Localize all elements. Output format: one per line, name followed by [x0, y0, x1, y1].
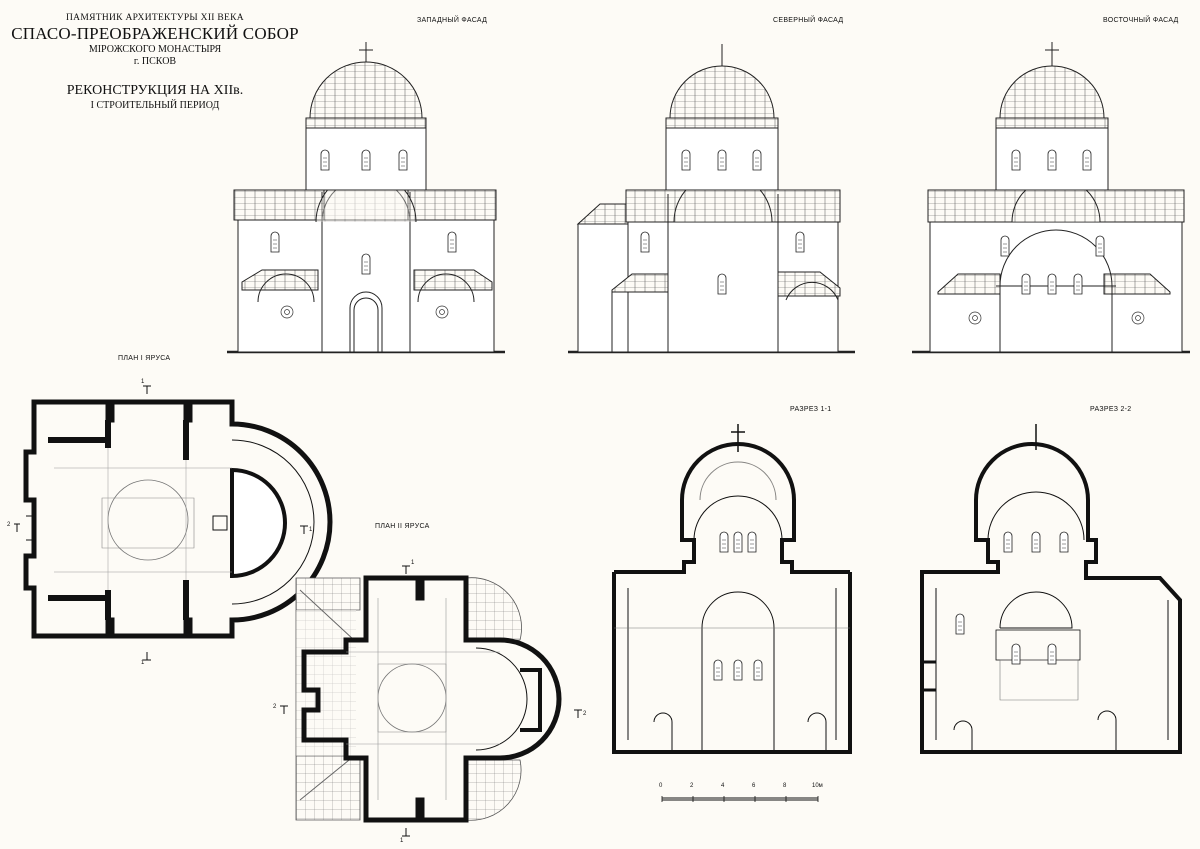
scale-tick-8: 8 [783, 783, 787, 789]
north-facade [568, 44, 855, 354]
label-plan-1: ПЛАН I ЯРУСА [118, 355, 171, 362]
label-plan-2: ПЛАН II ЯРУСА [375, 523, 430, 530]
cut-label-plan2-left: 2 [273, 704, 277, 710]
section-1-1 [612, 424, 852, 754]
cut-markers [14, 385, 582, 837]
label-east-facade: ВОСТОЧНЫЙ ФАСАД [1103, 17, 1179, 24]
title-line5: РЕКОНСТРУКЦИЯ НА XIIв. [66, 83, 244, 98]
cut-label-1-top: 1 [141, 379, 145, 385]
title-line6: I СТРОИТЕЛЬНЫЙ ПЕРИОД [90, 100, 220, 111]
cut-label-plan2-top: 1 [411, 560, 415, 566]
title-line1: ПАМЯТНИК АРХИТЕКТУРЫ XII ВЕКА [66, 13, 244, 23]
scale-tick-0: 0 [659, 783, 663, 789]
scale-bar [661, 796, 819, 802]
label-west-facade: ЗАПАДНЫЙ ФАСАД [417, 17, 488, 24]
scale-tick-2: 2 [690, 783, 694, 789]
scale-tick-10: 10м [812, 783, 823, 789]
title-line4: г. ПСКОВ [133, 56, 177, 67]
cut-label-1-bottom: 1 [141, 660, 145, 666]
title-block: ПАМЯТНИК АРХИТЕКТУРЫ XII ВЕКА СПАСО-ПРЕО… [10, 12, 300, 112]
section-2-2 [920, 424, 1182, 754]
west-facade [227, 42, 505, 354]
cut-label-plan2-right: 2 [583, 711, 587, 717]
cut-label-2-left: 2 [7, 522, 11, 528]
label-section-2: РАЗРЕЗ 2-2 [1090, 406, 1132, 413]
label-section-1: РАЗРЕЗ 1-1 [790, 406, 832, 413]
cut-label-plan2-bottom: 1 [400, 838, 404, 844]
cut-label-1-right: 1 [309, 527, 313, 533]
plan-tier-1 [23, 399, 333, 639]
plan-tier-2 [295, 575, 562, 823]
title-line2: СПАСО-ПРЕОБРАЖЕНСКИЙ СОБОР [11, 24, 299, 43]
title-line3: МIРОЖСКОГО МОНАСТЫРЯ [88, 44, 222, 55]
east-facade [912, 42, 1190, 354]
label-north-facade: СЕВЕРНЫЙ ФАСАД [773, 17, 844, 24]
scale-tick-6: 6 [752, 783, 756, 789]
scale-tick-4: 4 [721, 783, 725, 789]
